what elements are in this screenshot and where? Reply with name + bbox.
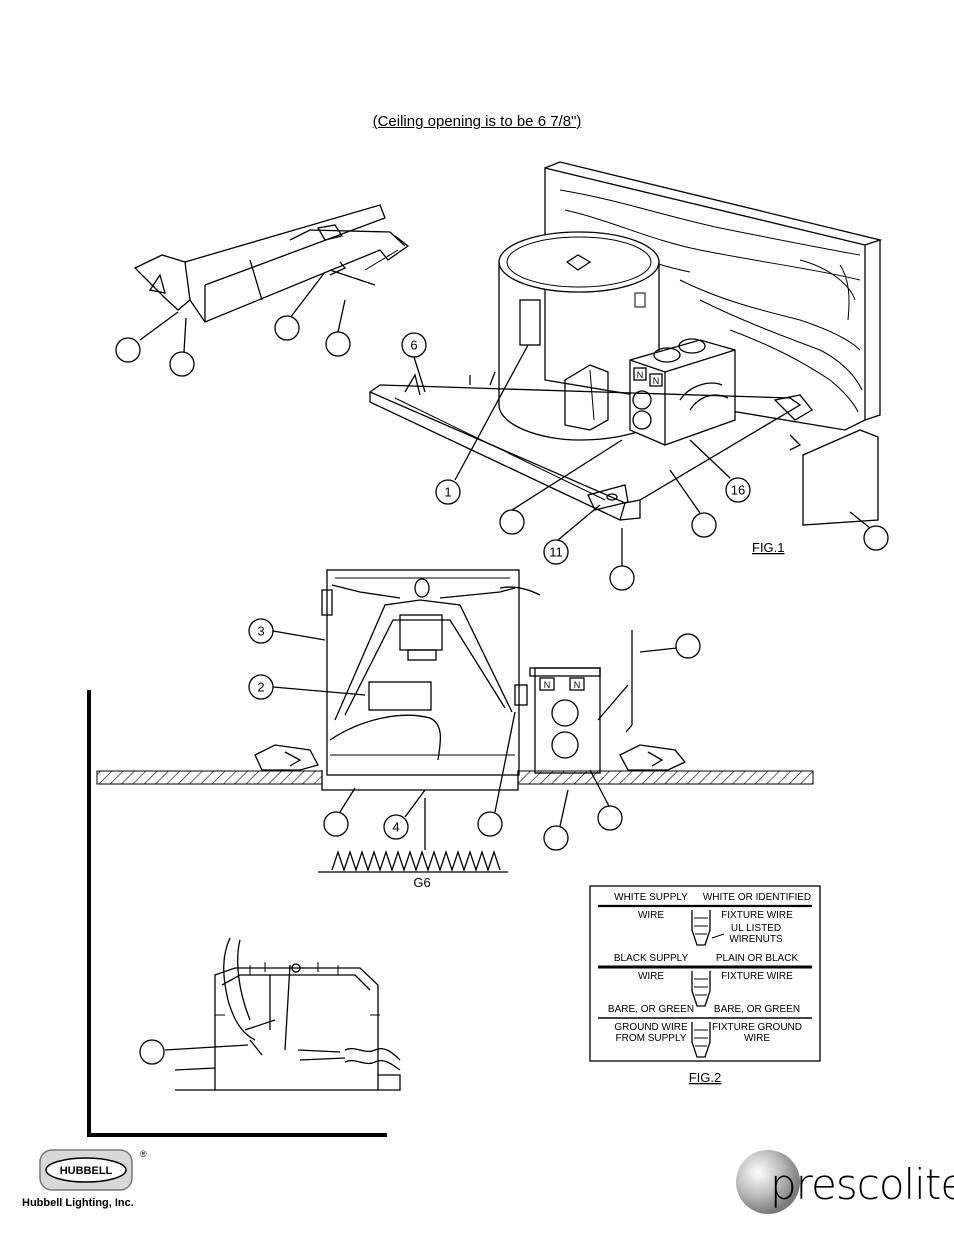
callout-1: 1 [444, 485, 451, 500]
row3-left-top: BARE, OR GREEN [608, 1004, 694, 1015]
housing-side-view [321, 569, 541, 791]
fig1-label: FIG.1 [752, 540, 785, 555]
callout-2: 2 [257, 680, 264, 695]
row2-right-top: PLAIN OR BLACK [716, 953, 799, 964]
hubbell-logo-text: HUBBELL [60, 1165, 113, 1177]
svg-text:N: N [574, 680, 581, 690]
wiring-detail-callout [139, 1039, 165, 1065]
fig3-leaders [272, 630, 678, 850]
row2-left-top: BLACK SUPPLY [614, 953, 689, 964]
callout-3: 3 [257, 624, 264, 639]
row2-left-bottom: WIRE [638, 971, 664, 982]
wiring-detail-leader [164, 1044, 249, 1051]
trim-g6 [318, 849, 508, 873]
row3-left-bottom2: FROM SUPPLY [616, 1033, 687, 1044]
fig3-callouts: 3 2 4 [248, 618, 701, 851]
bar-hanger-illustration [133, 204, 410, 323]
svg-text:N: N [544, 680, 551, 690]
side-panel [802, 429, 879, 526]
svg-text:N: N [653, 376, 660, 386]
wirenut-label-1: UL LISTED [731, 923, 781, 934]
side-junction-box: N N [514, 667, 601, 774]
row2-right-bottom: FIXTURE WIRE [721, 971, 793, 982]
hubbell-logo: HUBBELL ® [39, 1149, 147, 1191]
wood-joist [544, 161, 883, 431]
row1-left-top: WHITE SUPPLY [614, 892, 688, 903]
mounting-frame [368, 371, 813, 521]
row3-right-bottom2: WIRE [744, 1033, 770, 1044]
section-frame [87, 690, 387, 1137]
bracket-clips [254, 744, 687, 771]
callout-11: 11 [549, 545, 563, 560]
bar-hanger-callouts [115, 315, 351, 377]
fig2-wiring-table: WHITE SUPPLY WIRE WHITE OR IDENTIFIED FI… [589, 885, 821, 1062]
junction-box: N N [629, 338, 736, 446]
hubbell-caption: Hubbell Lighting, Inc. [22, 1197, 134, 1209]
row3-right-bottom: FIXTURE GROUND [712, 1022, 802, 1033]
callout-4: 4 [392, 820, 399, 835]
row1-right-top: WHITE OR IDENTIFIED [703, 892, 811, 903]
callout-6: 6 [410, 338, 417, 353]
ceiling-section [96, 770, 814, 785]
registered-mark: ® [140, 1149, 147, 1159]
row1-left-bottom: WIRE [638, 910, 664, 921]
callout-16: 16 [731, 483, 745, 498]
prescolite-brand: prescolite [770, 1160, 954, 1209]
fig1-callouts: 6 1 16 11 [401, 332, 889, 591]
prescolite-logo-sphere [736, 1150, 800, 1214]
svg-text:N: N [637, 370, 644, 380]
fig2-label: FIG.2 [689, 1070, 722, 1085]
row1-right-bottom: FIXTURE WIRE [721, 910, 793, 921]
bar-hanger-leaders [139, 271, 346, 353]
row3-left-bottom: GROUND WIRE [614, 1022, 688, 1033]
wirenut-label-2: WIRENUTS [729, 934, 783, 945]
wiring-detail-illustration [174, 937, 401, 1091]
fixture-housing-can [498, 231, 660, 441]
side-panel-cover [625, 630, 633, 733]
row3-right-top: BARE, OR GREEN [714, 1004, 800, 1015]
trim-label: G6 [413, 875, 430, 890]
fig1-leaders [413, 344, 871, 566]
ceiling-opening-note: (Ceiling opening is to be 6 7/8") [372, 113, 582, 130]
